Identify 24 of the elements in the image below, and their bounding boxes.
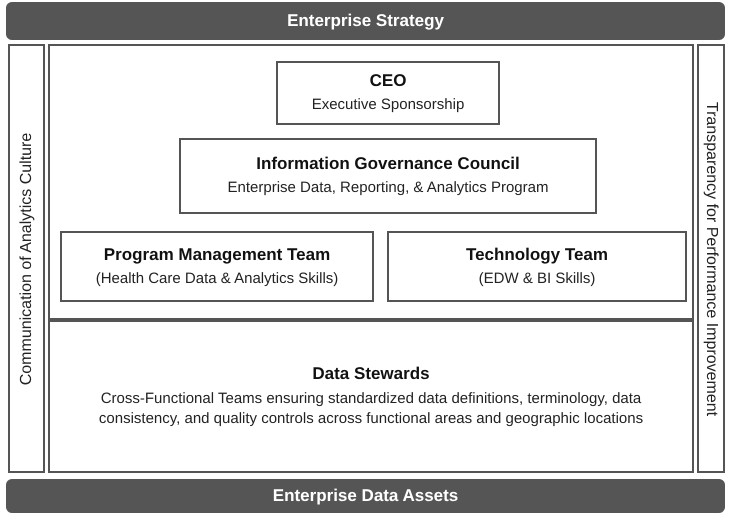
box-subtitle: Enterprise Data, Reporting, & Analytics Program [228, 178, 548, 198]
box-title: CEO [370, 70, 406, 92]
box-title: Technology Team [466, 244, 608, 265]
header-band [6, 2, 725, 40]
box-subtitle: (EDW & BI Skills) [478, 268, 596, 289]
box-title: Program Management Team [104, 244, 330, 265]
box-frame [48, 44, 694, 320]
box-subtitle: Executive Sponsorship [312, 95, 464, 116]
vertical-label: Transparency for Performance Improvement [702, 101, 721, 416]
team-box [48, 320, 694, 473]
vertical-label: Communication of Analytics Culture [16, 132, 36, 385]
header-band [6, 479, 725, 513]
team-box [60, 231, 374, 302]
team-box [276, 61, 500, 125]
side-band [8, 44, 45, 473]
team-box [179, 138, 597, 214]
box-title: Information Governance Council [256, 153, 520, 174]
box-subtitle: Cross-Functional Teams ensuring standardized data definitions, terminology, data consistency, and quality controls across functional areas and geographic locations [98, 388, 644, 430]
band-title: Enterprise Data Assets [272, 485, 458, 508]
box-subtitle: (Health Care Data & Analytics Skills) [96, 268, 338, 289]
band-title: Enterprise Strategy [287, 10, 444, 32]
box-title: Data Stewards [312, 363, 430, 384]
side-band [697, 44, 725, 473]
team-box [387, 231, 687, 302]
